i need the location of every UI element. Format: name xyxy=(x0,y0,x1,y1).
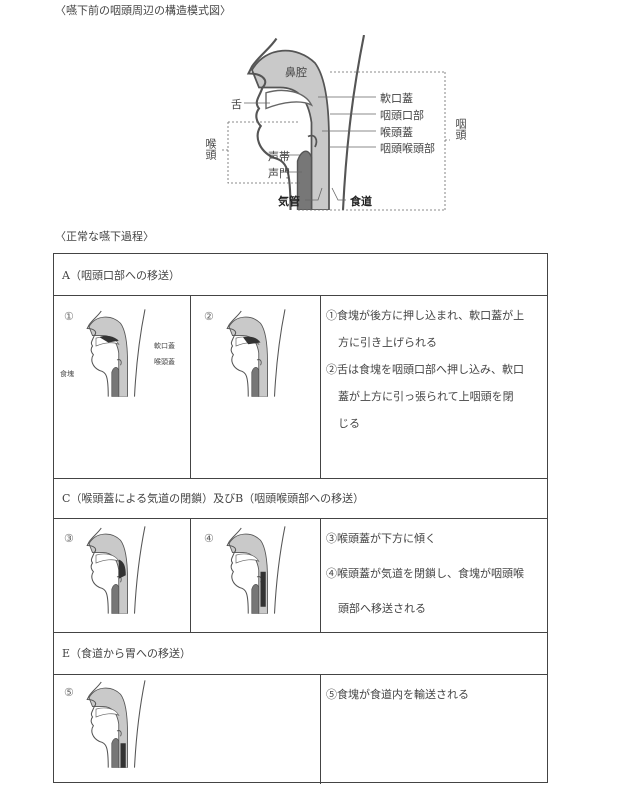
swallow-figure-2 xyxy=(222,309,292,397)
swallow-figure-3 xyxy=(82,526,152,614)
label-nasal-cavity: 鼻腔 xyxy=(285,66,307,79)
description-line: ④喉頭蓋が気道を閉鎖し、食塊が咽頭喉 xyxy=(326,567,524,580)
swallow-figure-5 xyxy=(82,680,152,768)
figure-number: ② xyxy=(204,310,214,323)
figure-number: ④ xyxy=(204,532,214,545)
description-line: ③喉頭蓋が下方に傾く xyxy=(326,532,436,545)
figure-number: ① xyxy=(64,310,74,323)
fig-label-bolus: 食塊 xyxy=(60,370,74,378)
label-esophagus: 食道 xyxy=(350,195,372,208)
description-text: ③喉頭蓋が下方に傾く ④喉頭蓋が気道を閉鎖し、食塊が咽頭喉 頭部へ移送される xyxy=(326,525,524,622)
figure-number: ⑤ xyxy=(64,686,74,699)
figure-number: ③ xyxy=(64,532,74,545)
label-larynx: 喉頭 xyxy=(204,138,217,160)
section-a-header: A（咽頭口部への移送） xyxy=(62,269,180,282)
fig-label-epiglottis: 喉頭蓋 xyxy=(154,358,175,366)
label-trachea: 気管 xyxy=(278,195,300,208)
label-vocal-cords: 声帯 xyxy=(268,150,290,163)
description-line: ②舌は食塊を咽頭口部へ押し込み、軟口 xyxy=(326,363,524,376)
swallow-figure-4 xyxy=(222,526,292,614)
description-line: ①食塊が後方に押し込まれ、軟口蓋が上 xyxy=(326,309,525,322)
label-epiglottis: 喉頭蓋 xyxy=(380,126,413,139)
label-laryngopharynx: 咽頭喉頭部 xyxy=(380,142,435,155)
swallow-figure-1 xyxy=(82,309,152,397)
description-text: ⑤食塊が食道内を輸送される xyxy=(326,681,469,708)
section-e-header: E（食道から胃への移送） xyxy=(62,647,192,660)
section-cb-header: C（喉頭蓋による気道の閉鎖）及びB（咽頭喉頭部への移送） xyxy=(62,492,365,505)
label-tongue: 舌 xyxy=(231,98,242,111)
description-line: 蓋が上方に引っ張られて上咽頭を閉 xyxy=(338,390,514,403)
label-soft-palate: 軟口蓋 xyxy=(380,92,413,105)
label-glottis: 声門 xyxy=(268,167,290,180)
label-oropharynx: 咽頭口部 xyxy=(380,109,424,122)
swallowing-process-table: A（咽頭口部への移送） ① 軟口蓋 喉頭蓋 食塊 ② ①食塊が後方に押し込まれ、… xyxy=(53,253,548,784)
description-line: ⑤食塊が食道内を輸送される xyxy=(326,688,469,701)
description-line: 頭部へ移送される xyxy=(338,602,426,615)
diagram-title: 〈嚥下前の咽頭周辺の構造模式図〉 xyxy=(55,4,231,17)
fig-label-soft-palate: 軟口蓋 xyxy=(154,342,175,350)
process-title: 〈正常な嚥下過程〉 xyxy=(55,230,154,243)
diagram-leader-lines xyxy=(222,71,450,211)
label-pharynx: 咽頭 xyxy=(454,118,467,140)
description-line: 方に引き上げられる xyxy=(338,336,437,349)
description-line: じる xyxy=(338,417,360,430)
description-text: ①食塊が後方に押し込まれ、軟口蓋が上 方に引き上げられる ②舌は食塊を咽頭口部へ… xyxy=(326,302,524,437)
